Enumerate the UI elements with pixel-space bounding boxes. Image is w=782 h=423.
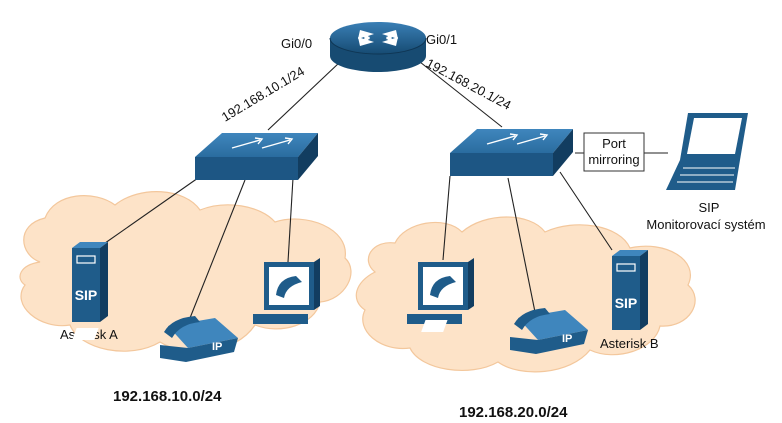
workstation-right-icon[interactable] — [407, 258, 474, 324]
server-b-label: Asterisk B — [600, 336, 659, 351]
link-switch-right-phone — [507, 177, 536, 313]
server-b-badge: SIP — [615, 295, 638, 311]
link-switch-right-pc — [442, 175, 451, 261]
port-mirroring-line1: Port — [602, 136, 626, 151]
monitor-label-line2: Monitorovací systém — [646, 217, 765, 232]
link-left-ip: 192.168.10.1/24 — [219, 63, 307, 124]
monitor-label-line1: SIP — [699, 200, 720, 215]
ip-phone-right-badge: IP — [562, 333, 572, 345]
link-right-ip: 192.168.20.1/24 — [424, 55, 514, 112]
subnet-right-label: 192.168.20.0/24 — [459, 404, 568, 421]
link-switch-left-phone — [189, 179, 246, 319]
link-switch-left-server — [97, 177, 199, 249]
port-mirroring-box: Port mirroring — [583, 132, 645, 172]
ip-phone-left-badge: IP — [212, 341, 222, 353]
server-asterisk-b-icon[interactable]: SIP — [612, 250, 648, 330]
ip-phone-right-icon[interactable]: IP — [421, 308, 588, 354]
router-port-left: Gi0/0 — [281, 36, 312, 51]
switch-left-icon[interactable] — [195, 133, 318, 180]
link-switch-left-pc — [287, 177, 294, 263]
router-icon[interactable] — [329, 22, 427, 72]
workstation-left-icon[interactable] — [253, 258, 320, 324]
port-mirroring-line2: mirroring — [588, 152, 639, 167]
router-port-right: Gi0/1 — [426, 32, 457, 47]
laptop-icon[interactable] — [666, 113, 748, 190]
ip-phone-left-icon[interactable]: IP — [72, 316, 238, 362]
server-asterisk-a-icon[interactable]: SIP — [72, 242, 108, 322]
server-a-badge: SIP — [75, 287, 98, 303]
link-router-switch-left — [267, 61, 341, 131]
cloud-right — [355, 216, 696, 373]
subnet-left-label: 192.168.10.0/24 — [113, 388, 222, 405]
switch-right-icon[interactable] — [450, 129, 573, 176]
link-router-switch-right — [419, 61, 503, 128]
link-switch-right-server — [559, 171, 613, 251]
